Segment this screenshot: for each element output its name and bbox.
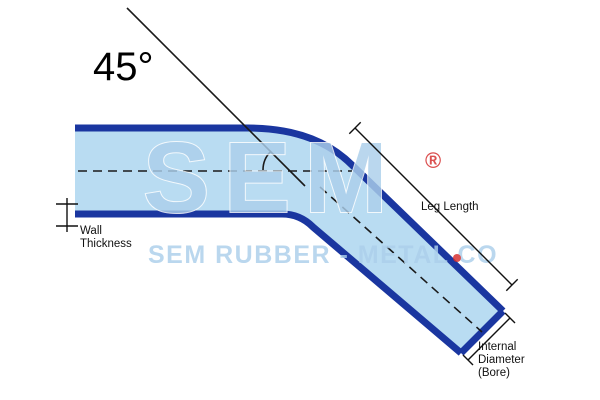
leg-length-label: Leg Length — [421, 201, 479, 213]
wall-thickness-label-line2: Thickness — [80, 238, 132, 250]
bore-dimension — [462, 312, 516, 366]
leg-length-tick-end — [505, 278, 519, 292]
wall-thickness-dimension — [56, 198, 78, 232]
angle-reference-line — [126, 7, 306, 187]
bore-label-line2: Diameter — [478, 354, 525, 366]
leg-length-tick-start — [348, 121, 362, 135]
angle-arc — [262, 151, 272, 171]
centerline-diagonal — [319, 186, 483, 333]
watermark-tagline-text: SEM RUBBER - METAL CO — [148, 241, 498, 269]
wall-thickness-label-line1: Wall — [80, 225, 102, 237]
tagline-dot — [453, 254, 461, 262]
tube-outline-top — [75, 124, 506, 314]
tube-outline-bottom — [75, 210, 464, 356]
registered-trademark-symbol: ® — [425, 148, 441, 173]
bore-tick-top — [504, 312, 516, 324]
leg-length-line — [354, 127, 513, 286]
bore-tick-bottom — [462, 354, 474, 366]
bore-line — [467, 317, 511, 361]
bore-label-line1: Internal — [478, 341, 516, 353]
watermark: SEM ® SEM RUBBER - METAL CO — [142, 121, 498, 269]
angle-label: 45° — [93, 45, 154, 89]
bore-label-line3: (Bore) — [478, 367, 510, 379]
leg-length-dimension — [348, 121, 519, 292]
watermark-logo-text: SEM — [143, 122, 402, 234]
